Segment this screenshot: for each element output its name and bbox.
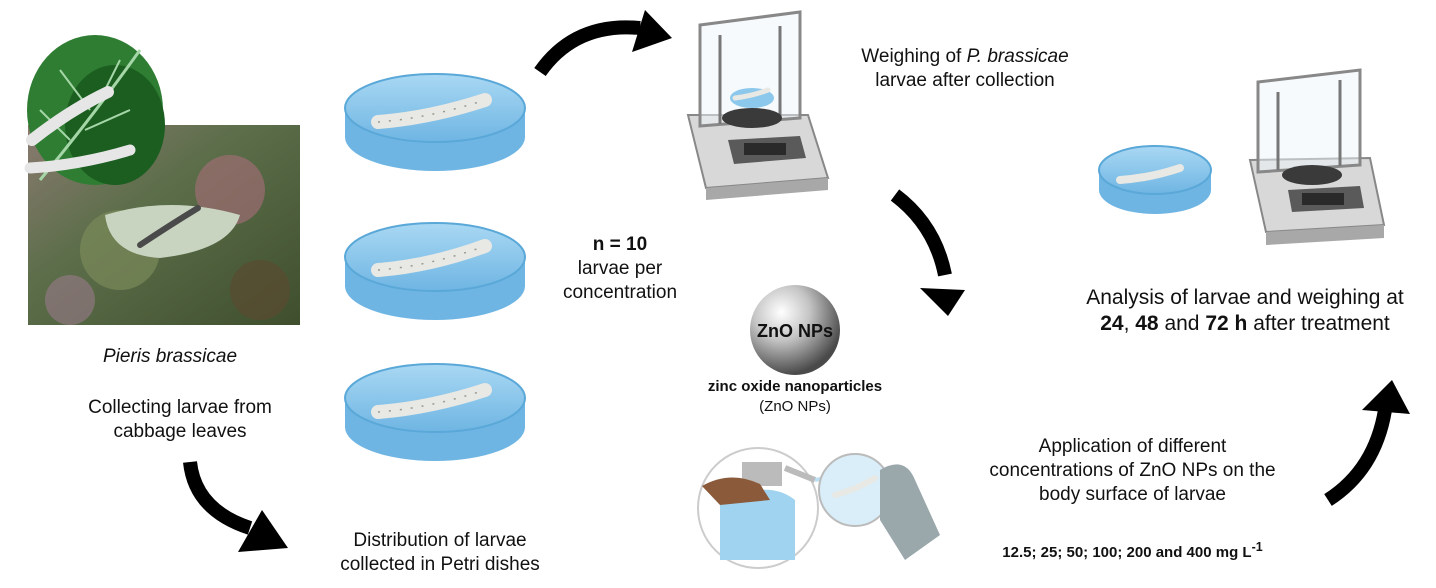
concentrations-exp: -1	[1251, 540, 1263, 554]
gloved-hand-petri-icon	[818, 453, 940, 560]
weighing-species: P. brassicae	[966, 46, 1069, 67]
analysis-caption: Analysis of larvae and weighing at 24, 4…	[1060, 285, 1430, 338]
larva-2	[371, 239, 492, 277]
analysis-line-2: 24, 48 and 72 h after treatment	[1060, 311, 1430, 337]
analysis-time-72: 72 h	[1205, 312, 1248, 336]
collect-caption: Collecting larvae from cabbage leaves	[40, 396, 320, 444]
weighing-caption: Weighing of P. brassicae larvae after co…	[820, 45, 1110, 93]
arrow-dishes-to-weighing	[534, 10, 672, 77]
application-line-3: body surface of larvae	[1039, 483, 1226, 505]
concentrations-label: 12.5; 25; 50; 100; 200 and 400 mg L-1	[955, 540, 1310, 563]
zno-sphere-label: ZnO NPs	[756, 321, 833, 341]
cabbage-leaf-icon	[24, 35, 165, 185]
weighing-line-1: Weighing of P. brassicae	[820, 45, 1110, 69]
larva-1	[371, 93, 492, 129]
larva-3	[371, 383, 492, 419]
analysis-time-48: 48	[1135, 312, 1159, 336]
zno-name: zinc oxide nanoparticles	[707, 378, 883, 395]
sample-caption: n = 10 larvae per concentration	[535, 233, 705, 304]
balance-icon-2	[1248, 68, 1386, 245]
sample-n: n = 10	[592, 234, 648, 255]
balance-icon-1	[686, 10, 830, 200]
arrow-treatment-to-analysis	[1324, 380, 1410, 506]
application-line-2: concentrations of ZnO NPs on the	[989, 459, 1276, 481]
species-label: Pieris brassicae	[102, 346, 238, 367]
analysis-line-1: Analysis of larvae and weighing at	[1086, 286, 1404, 309]
analysis-time-24: 24	[1100, 312, 1124, 336]
distribution-line-2: collected in Petri dishes	[340, 553, 540, 575]
application-line-1: Application of different	[1038, 436, 1227, 457]
zno-sphere	[750, 285, 840, 375]
sample-line-2: concentration	[562, 281, 678, 303]
cabbage-photo	[28, 125, 300, 325]
arrow-collect-to-dishes	[183, 461, 288, 552]
zno-abbr: (ZnO NPs)	[759, 398, 831, 415]
distribution-line-1: Distribution of larvae	[353, 530, 527, 551]
analysis-sep-2: and	[1158, 312, 1206, 336]
collect-line-2: cabbage leaves	[113, 420, 247, 442]
petri-dish-analysis	[1098, 145, 1212, 214]
analysis-post: after treatment	[1247, 312, 1390, 336]
spray-bottle-icon	[697, 447, 871, 569]
arrow-weighing-to-treatment	[890, 189, 965, 316]
distribution-caption: Distribution of larvae collected in Petr…	[305, 529, 575, 577]
weighing-pre: Weighing of	[861, 46, 967, 67]
collect-line-1: Collecting larvae from	[88, 397, 272, 418]
weighing-line-2: larvae after collection	[875, 69, 1055, 91]
application-caption: Application of different concentrations …	[955, 435, 1310, 506]
sample-line-1: larvae per	[577, 257, 663, 279]
concentrations-text: 12.5; 25; 50; 100; 200 and 400 mg L	[1002, 544, 1252, 561]
analysis-sep-1: ,	[1123, 312, 1136, 336]
